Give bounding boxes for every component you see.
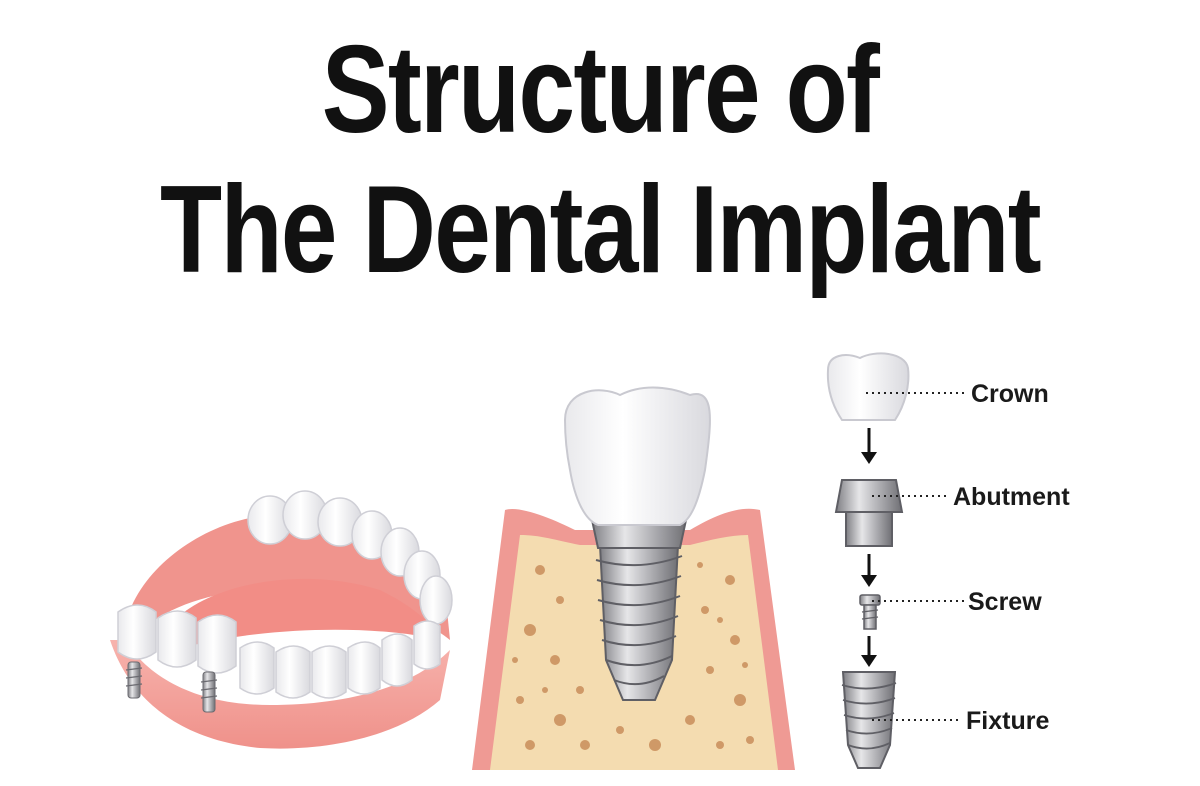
label-fixture: Fixture <box>966 707 1049 735</box>
denture-model <box>110 490 453 749</box>
label-crown: Crown <box>971 380 1049 408</box>
screw-piece <box>859 594 881 630</box>
label-abutment: Abutment <box>953 483 1070 511</box>
implant-cross-section <box>472 386 795 770</box>
leader-lines <box>866 392 966 721</box>
bone-texture <box>512 562 754 751</box>
arrow-screw-to-fixture <box>861 636 877 667</box>
fixture-piece <box>841 671 897 769</box>
label-screw: Screw <box>968 588 1042 616</box>
arrow-abutment-to-screw <box>861 554 877 587</box>
crown-piece <box>826 352 910 421</box>
title-line-2: The Dental Implant <box>159 161 1042 299</box>
title-line-1: Structure of <box>321 21 880 159</box>
implant-parts-exploded: Crown Abutment Screw Fixture <box>826 352 1070 769</box>
arrow-crown-to-abutment <box>861 428 877 464</box>
abutment-piece <box>834 479 904 547</box>
